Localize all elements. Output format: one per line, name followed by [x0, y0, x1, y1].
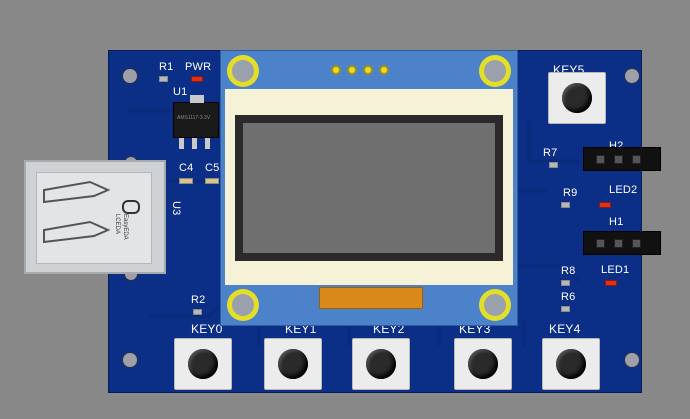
- oled-pad-bottom-right: [479, 289, 511, 321]
- h1-pin-2: [614, 239, 623, 248]
- led2-label: LED2: [609, 184, 638, 196]
- usb-logo-text-line1: LCEDA: [114, 214, 120, 235]
- c5-label: C5: [205, 162, 220, 174]
- oled-frame: [225, 89, 513, 285]
- key0-label: KEY0: [191, 322, 223, 336]
- c5-capacitor: [205, 178, 219, 184]
- u3-label: U3: [170, 201, 182, 216]
- r8-label: R8: [561, 265, 576, 277]
- mounting-hole-top-left: [121, 67, 139, 85]
- oled-pin-2: [347, 65, 357, 75]
- h1-pin-1: [596, 239, 605, 248]
- key1-button[interactable]: [264, 338, 322, 390]
- h1-pin-3: [632, 239, 641, 248]
- key3-cap: [468, 349, 498, 379]
- key2-button[interactable]: [352, 338, 410, 390]
- u1-regulator: AMS1117-3.3V: [173, 95, 219, 138]
- oled-screen: [243, 123, 495, 253]
- oled-module: [220, 50, 518, 326]
- oled-pad-top-left: [227, 55, 259, 87]
- usb-logo-icon: [122, 200, 140, 214]
- u1-tab: [190, 95, 204, 103]
- pwr-label: PWR: [185, 61, 212, 73]
- r6-resistor: [561, 306, 570, 312]
- mounting-hole-bottom-left: [121, 351, 139, 369]
- led2: [599, 202, 611, 208]
- mounting-hole-bottom-right: [623, 351, 641, 369]
- r2-resistor: [193, 309, 202, 315]
- r7-resistor: [549, 162, 558, 168]
- usb-logo-text-line2: EasyEDA: [122, 214, 128, 240]
- key3-button[interactable]: [454, 338, 512, 390]
- key1-cap: [278, 349, 308, 379]
- key2-label: KEY2: [373, 322, 405, 336]
- u1-pin-3: [205, 138, 210, 149]
- h2-label: H2: [609, 140, 624, 152]
- u1-marking: AMS1117-3.3V: [177, 115, 211, 121]
- key0-button[interactable]: [174, 338, 232, 390]
- r7-label: R7: [543, 147, 558, 159]
- r1-resistor: [159, 76, 168, 82]
- key5-button[interactable]: [548, 72, 606, 124]
- h2-pin-2: [614, 155, 623, 164]
- mounting-hole-top-right: [623, 67, 641, 85]
- r1-label: R1: [159, 61, 174, 73]
- oled-pad-bottom-left: [227, 289, 259, 321]
- key4-button[interactable]: [542, 338, 600, 390]
- key5-cap: [562, 83, 592, 113]
- r9-label: R9: [563, 187, 578, 199]
- u1-pin-1: [179, 138, 184, 149]
- oled-pin-4: [379, 65, 389, 75]
- usb-connector: LCEDA EasyEDA: [24, 160, 166, 274]
- oled-screen-bezel: [235, 115, 503, 261]
- h2-pin-3: [632, 155, 641, 164]
- c4-capacitor: [179, 178, 193, 184]
- u1-label: U1: [173, 86, 188, 98]
- key2-cap: [366, 349, 396, 379]
- usb-contact-springs: [43, 180, 111, 244]
- pwr-led: [191, 76, 203, 82]
- oled-pad-top-right: [479, 55, 511, 87]
- r8-resistor: [561, 280, 570, 286]
- led1: [605, 280, 617, 286]
- h1-label: H1: [609, 216, 624, 228]
- u1-pin-2: [192, 138, 197, 149]
- oled-flex-cable: [319, 287, 423, 309]
- c4-label: C4: [179, 162, 194, 174]
- h1-header: [583, 231, 661, 255]
- h2-pin-1: [596, 155, 605, 164]
- key1-label: KEY1: [285, 322, 317, 336]
- r6-label: R6: [561, 291, 576, 303]
- key4-cap: [556, 349, 586, 379]
- r2-label: R2: [191, 294, 206, 306]
- oled-pin-1: [331, 65, 341, 75]
- pcb-traces: [129, 109, 580, 346]
- oled-pin-3: [363, 65, 373, 75]
- key4-label: KEY4: [549, 322, 581, 336]
- r9-resistor: [561, 202, 570, 208]
- key3-label: KEY3: [459, 322, 491, 336]
- key0-cap: [188, 349, 218, 379]
- h2-header: [583, 147, 661, 171]
- led1-label: LED1: [601, 264, 630, 276]
